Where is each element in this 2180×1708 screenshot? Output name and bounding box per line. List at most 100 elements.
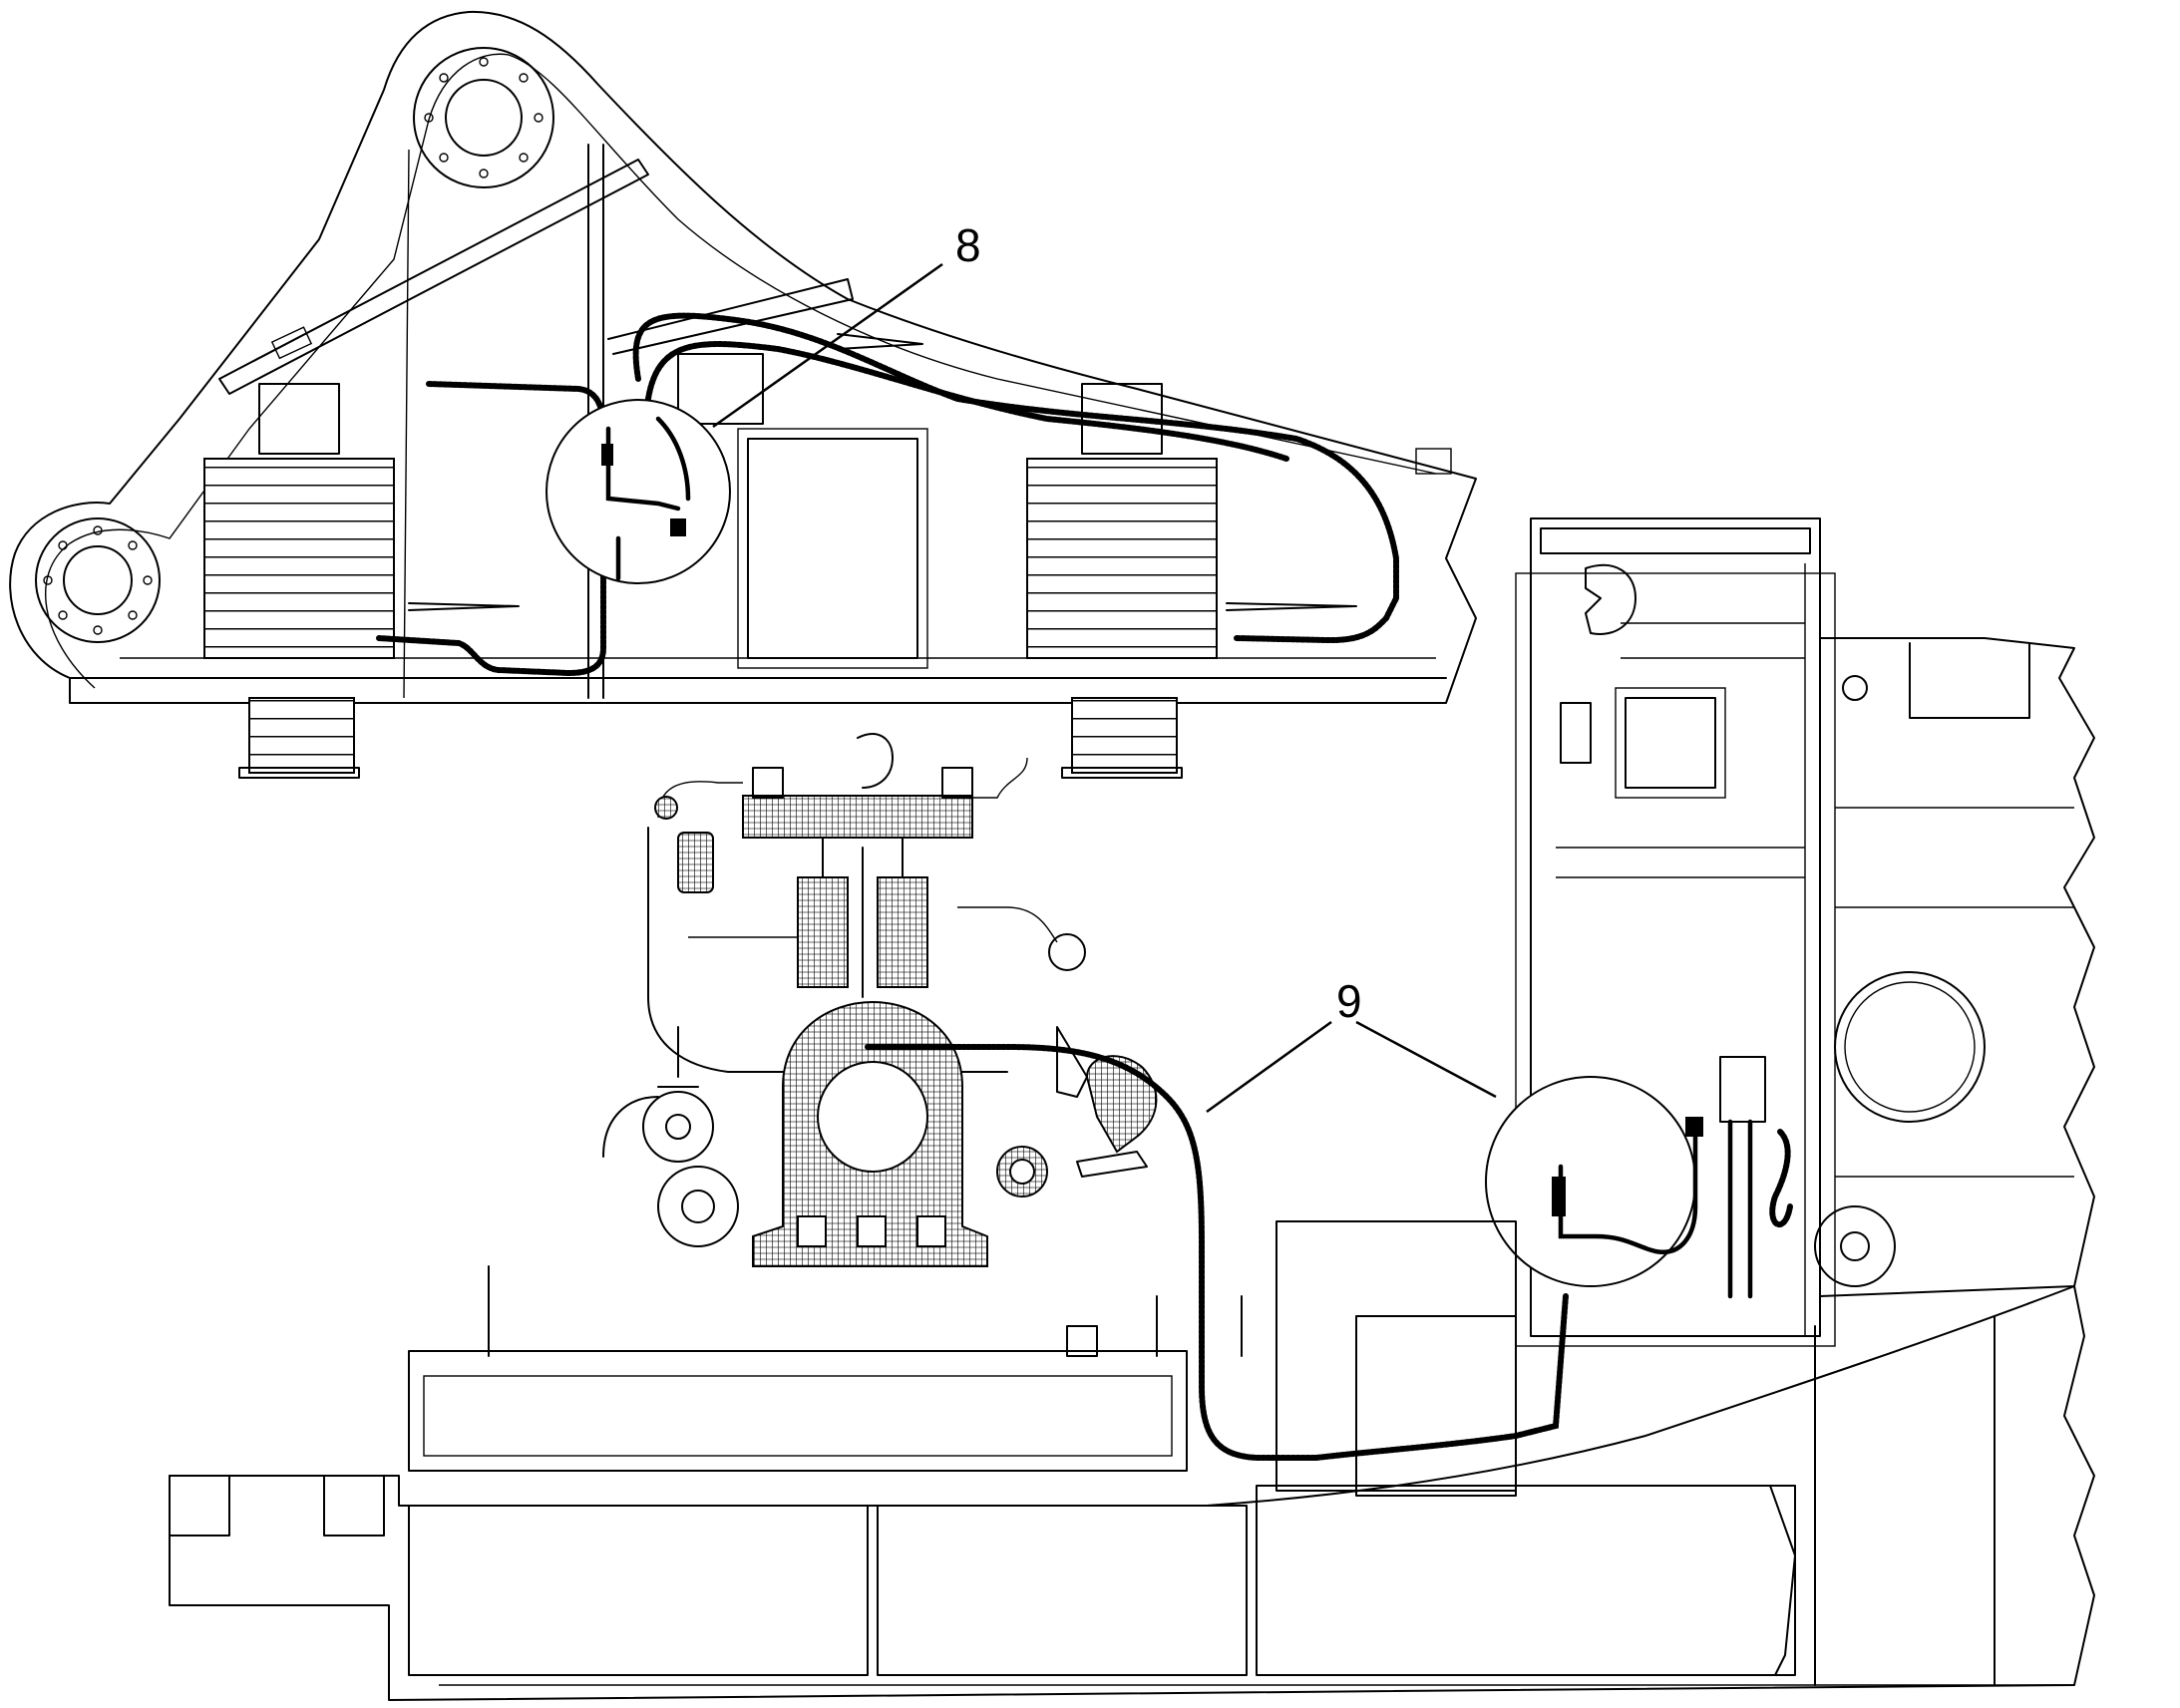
left-pivot-bolt-holes	[43, 525, 153, 635]
foot-slot-center	[857, 1215, 887, 1247]
upper-pin	[837, 333, 923, 350]
base-left-block	[169, 1475, 230, 1537]
clamp-stems	[822, 837, 904, 878]
upper-frame-inner-outline	[45, 53, 1437, 689]
right-tower-assembly	[1355, 517, 2095, 1347]
detail-circle-9	[1485, 1076, 1696, 1287]
base-upper-channel	[408, 1350, 1188, 1472]
tower-access-frame	[1615, 687, 1726, 799]
right-hub	[1814, 1205, 1896, 1287]
left-bellows-lower	[248, 697, 355, 774]
detail-circle-8	[545, 399, 731, 584]
upper-rod	[403, 149, 410, 699]
tower-frame-outer	[1515, 572, 1836, 1347]
right-pin	[1226, 602, 1357, 611]
detail-9-valve	[1552, 1177, 1566, 1216]
filter-canister	[677, 832, 714, 893]
clamp-jaw-right	[877, 876, 928, 988]
tower-panel-lines	[1556, 622, 2074, 1178]
hose-right-end	[1234, 595, 1399, 644]
left-pulley-upper	[642, 1091, 714, 1163]
tower-cam-plate	[1585, 563, 1636, 635]
right-side-panel	[1819, 637, 2095, 1297]
middle-clamp-assembly	[647, 733, 1086, 1088]
left-pivot-bore	[63, 545, 133, 615]
callout-8-leader	[712, 262, 943, 429]
callout-9-leader-right	[1355, 1020, 1497, 1099]
left-pin	[408, 602, 520, 611]
right-bellows-cap	[1081, 383, 1163, 455]
clamp-return-line	[647, 827, 1008, 1073]
left-pulley-lower	[657, 1166, 739, 1247]
left-bellows-foot	[238, 767, 360, 779]
left-pulley-lower-hub	[681, 1190, 715, 1223]
clamp-lug-right	[941, 767, 973, 799]
clamp-jaw-left	[797, 876, 849, 988]
distributor-block	[1719, 1056, 1766, 1123]
right-large-port-inner	[1844, 981, 1976, 1113]
detail-8-tee	[670, 518, 686, 536]
canister-cap	[654, 796, 678, 820]
bearing-bore	[817, 1061, 928, 1173]
base-clip	[1769, 1485, 1796, 1676]
left-elbow-pipe	[602, 1096, 659, 1158]
right-top-bracket	[1909, 642, 2030, 719]
solenoid-valve	[1048, 933, 1086, 971]
tower-side-plate	[1560, 702, 1592, 764]
center-box-outer	[737, 428, 928, 669]
hose-left-loop	[376, 381, 606, 677]
upper-inner-brace	[607, 278, 854, 355]
right-bellows-lower	[1071, 697, 1178, 774]
small-pulley-hub	[1009, 1159, 1035, 1185]
center-box	[747, 438, 918, 659]
drop-leg	[657, 1026, 699, 1088]
base-posts	[488, 1265, 1243, 1357]
upper-pivot-bore	[445, 79, 523, 157]
base-right-ribs	[1814, 1315, 1996, 1686]
callout-9-leader-left	[1206, 1020, 1332, 1114]
swing-arm-cylinder	[1085, 1055, 1158, 1154]
detail-9-fitting	[1685, 1117, 1703, 1137]
distributor-coil	[1769, 1129, 1793, 1228]
right-bellows-foot	[1061, 767, 1183, 779]
left-pivot-boss	[35, 517, 161, 643]
foot-slot-left	[797, 1215, 827, 1247]
base-channel-inner	[423, 1375, 1173, 1457]
right-large-port	[1834, 971, 1986, 1123]
upper-pivot-bolt-holes	[424, 57, 544, 178]
hose-upper-second	[645, 341, 1289, 462]
small-bracket	[1415, 448, 1452, 475]
left-bellows-upper	[203, 458, 395, 659]
distributor-lines	[1727, 1119, 1753, 1299]
clamp-pipe-loop	[657, 757, 1058, 943]
swing-arm-bracket	[1056, 1026, 1088, 1098]
upper-pivot-boss	[413, 47, 554, 188]
callout-label-8: 8	[955, 219, 981, 271]
clamp-top-bar	[742, 795, 973, 839]
base-compartment-1	[408, 1505, 869, 1676]
tower-access-panel	[1625, 697, 1716, 789]
base-compartment-3	[1256, 1485, 1796, 1676]
base-outline	[169, 1285, 2095, 1701]
clamp-top-eye	[857, 733, 894, 789]
clamp-lug-left	[752, 767, 784, 799]
left-bellows-cap	[258, 383, 340, 455]
upper-frame-assembly	[9, 10, 1477, 779]
base-eye-bracket	[1066, 1325, 1098, 1357]
upper-diagonal-strut	[218, 159, 649, 395]
right-bellows-upper	[1026, 458, 1218, 659]
hose-main-down	[865, 1044, 1319, 1461]
detail-9-hose	[1558, 1134, 1698, 1255]
tag-plate	[270, 326, 313, 360]
tower-frame	[1530, 517, 1821, 1337]
upper-frame-outline	[9, 10, 1477, 704]
right-small-port	[1842, 675, 1868, 701]
base-inner-panel	[1355, 1315, 1517, 1497]
detail-8-valve	[601, 444, 613, 466]
foot-slot-right	[916, 1215, 946, 1247]
base-compartment-2	[877, 1505, 1248, 1676]
base-left-block-2	[323, 1475, 385, 1537]
mounting-plate	[677, 353, 764, 425]
callout-label-9: 9	[1336, 975, 1362, 1027]
